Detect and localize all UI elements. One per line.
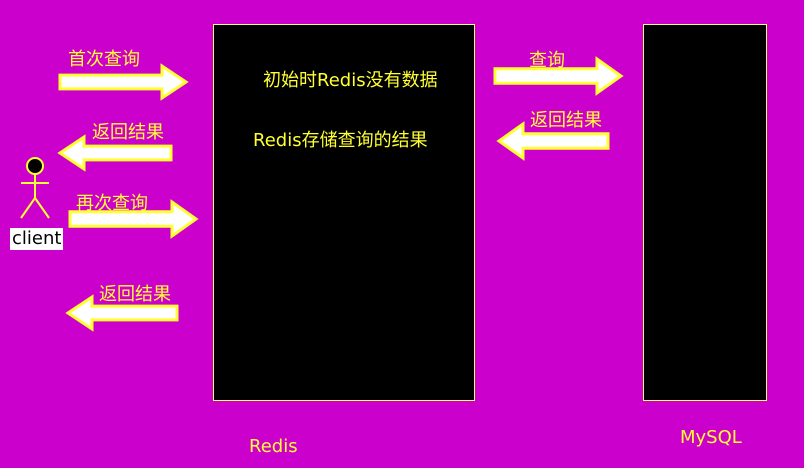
first-query-label: 首次查询 [68,49,140,70]
return-result-1-arrow [57,134,173,172]
query-label: 查询 [529,50,565,71]
return-result-mysql-arrow [496,121,610,161]
second-query-label: 再次查询 [76,193,148,214]
mysql-label: MySQL [680,427,742,448]
redis-note-store: Redis存储查询的结果 [253,130,428,151]
arrow-shape [68,199,199,239]
stick-figure-icon [20,157,50,219]
arrow-shape [65,294,179,332]
redis-note-initial: 初始时Redis没有数据 [263,70,438,91]
query-arrow [493,56,624,96]
client-label: client [10,228,64,250]
redis-box [213,24,475,401]
mysql-box [643,24,767,401]
return-result-1-label: 返回结果 [92,122,164,143]
return-result-2-arrow [65,294,179,332]
arrow-shape [493,56,624,96]
arrow-shape [57,134,173,172]
redis-label: Redis [249,436,298,457]
return-result-2-label: 返回结果 [99,284,171,305]
first-query-arrow [58,63,189,101]
arrow-shape [58,63,189,101]
second-query-arrow [68,199,199,239]
arrow-shape [496,121,610,161]
return-result-mysql-label: 返回结果 [530,110,602,131]
